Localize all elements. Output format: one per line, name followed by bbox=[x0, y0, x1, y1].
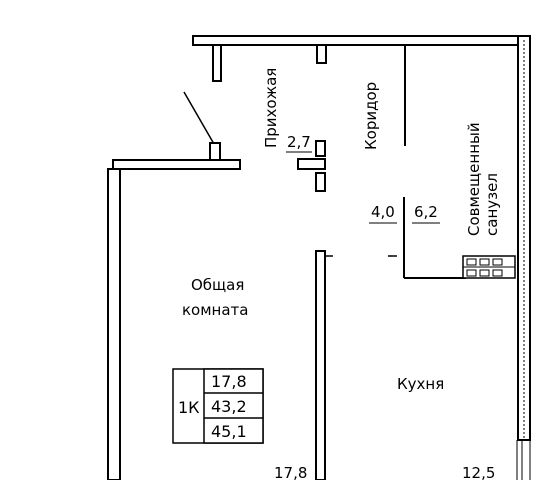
total-area-value: 43,2 bbox=[211, 397, 247, 416]
wall-stub-top-mid bbox=[316, 44, 327, 64]
room-label-kitchen: Кухня bbox=[397, 375, 444, 393]
room-label-corridor: Коридор bbox=[362, 82, 380, 150]
area-bathroom: 6,2 bbox=[414, 203, 438, 221]
area-hallway: 2,7 bbox=[287, 133, 311, 151]
panel-block bbox=[297, 140, 326, 192]
wall-center bbox=[315, 250, 326, 480]
badge-inner bbox=[203, 368, 264, 444]
wall-stub-top-left bbox=[212, 44, 222, 82]
entrance-door bbox=[183, 91, 215, 145]
wall-top bbox=[192, 35, 529, 46]
room-label-bathroom-line2: санузел bbox=[483, 173, 501, 236]
total-with-balcony-value: 45,1 bbox=[211, 422, 247, 441]
apartment-type: 1К bbox=[178, 398, 200, 417]
area-kitchen: 12,5 bbox=[462, 464, 495, 480]
room-label-bathroom-line1: Совмещенный bbox=[465, 122, 483, 236]
wall-middle bbox=[112, 159, 241, 170]
area-corridor: 4,0 bbox=[371, 203, 395, 221]
wall-stub-middle bbox=[209, 142, 221, 161]
room-label-living-line1: Общая bbox=[191, 276, 244, 294]
wall-left bbox=[107, 168, 121, 480]
vent-shaft bbox=[462, 255, 516, 279]
room-label-living-line2: комната bbox=[182, 301, 248, 319]
living-area-value: 17,8 bbox=[211, 372, 247, 391]
area-living: 17,8 bbox=[274, 464, 307, 480]
apartment-summary-badge: 1К 17,8 43,2 45,1 bbox=[172, 368, 264, 444]
room-label-hallway: Прихожая bbox=[262, 68, 280, 148]
